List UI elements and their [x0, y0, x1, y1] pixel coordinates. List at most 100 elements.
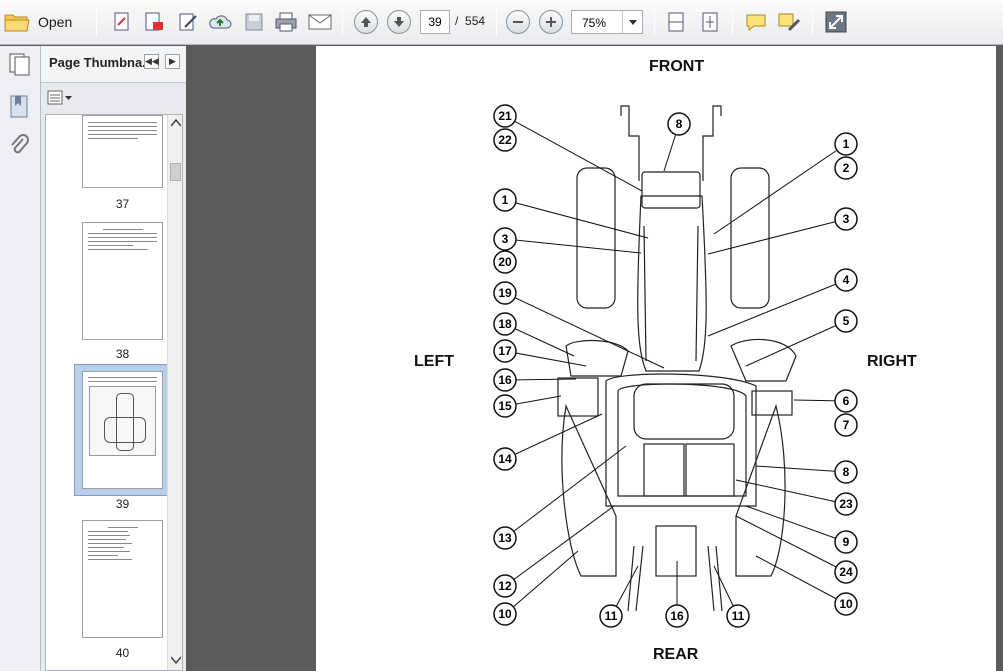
panel-splitter[interactable]: [186, 46, 192, 671]
callout-number: 10: [498, 607, 512, 621]
callout-balloon: [834, 592, 858, 616]
callout-number: 4: [843, 273, 850, 287]
leader-line: [504, 292, 665, 369]
pages-icon: [9, 53, 30, 76]
thumbnail-label: 40: [115, 646, 130, 660]
thumbnail-page-39[interactable]: [82, 371, 163, 489]
leader-line: [755, 465, 847, 473]
leader-line: [504, 323, 575, 357]
thumbnail-page-40[interactable]: [82, 520, 163, 638]
upload-button[interactable]: [206, 8, 234, 36]
email-button[interactable]: [306, 8, 334, 36]
callout-number: 2: [843, 161, 850, 175]
left-label: LEFT: [414, 353, 454, 370]
leader-line: [707, 279, 847, 337]
callout-balloon: [667, 112, 691, 136]
print-button[interactable]: [272, 8, 300, 36]
callout-balloon: [493, 128, 517, 152]
callout-balloon: [834, 207, 858, 231]
thumbnail-label: 38: [115, 347, 130, 361]
page-thumbnails-tab[interactable]: [6, 50, 34, 78]
comment-button[interactable]: [742, 8, 770, 36]
callout-number: 1: [843, 137, 850, 151]
leader-line: [504, 505, 615, 587]
callout-number: 15: [498, 399, 512, 413]
edit-pdf-button[interactable]: [174, 8, 202, 36]
separator: [732, 8, 733, 36]
envelope-icon: [308, 14, 332, 30]
leader-line: [755, 555, 847, 605]
chevron-down-icon[interactable]: [622, 11, 642, 33]
pdf-file-icon: [145, 12, 163, 31]
leader-line: [504, 350, 587, 367]
leader-line: [504, 413, 603, 460]
leader-line: [504, 445, 627, 539]
print-icon: [275, 12, 297, 32]
leader-line: [713, 143, 847, 235]
callout-number: 3: [843, 212, 850, 226]
open-label: Open: [38, 14, 73, 30]
callout-number: 7: [843, 418, 850, 432]
save-icon: [245, 13, 263, 31]
expand-panel-button[interactable]: ▶: [165, 54, 180, 69]
callout-balloon: [493, 394, 517, 418]
callout-balloon: [834, 132, 858, 156]
bookmark-icon: [10, 95, 28, 118]
scrollbar-thumb[interactable]: [170, 163, 181, 181]
chevron-down-icon[interactable]: [171, 656, 181, 664]
create-pdf-button[interactable]: [108, 8, 136, 36]
page-number-input[interactable]: 39: [420, 10, 450, 34]
plus-icon: [546, 17, 556, 27]
open-button[interactable]: Open: [4, 8, 82, 36]
collapse-panel-button[interactable]: ◀◀: [144, 54, 159, 69]
convert-pdf-button[interactable]: [140, 8, 168, 36]
thumbnail-page-38[interactable]: [82, 222, 163, 340]
next-page-button[interactable]: [385, 8, 413, 36]
callout-number: 1: [502, 193, 509, 207]
callout-number: 11: [605, 609, 618, 623]
fit-page-button[interactable]: [696, 8, 724, 36]
options-button[interactable]: [47, 90, 73, 106]
thumbnail-label: 37: [115, 197, 130, 211]
callout-balloon: [493, 312, 517, 336]
zoom-in-button[interactable]: [537, 8, 565, 36]
leader-line: [504, 199, 649, 239]
rear-label: REAR: [653, 646, 699, 663]
thumbnail-page-37[interactable]: [82, 115, 163, 188]
zoom-out-button[interactable]: [504, 8, 532, 36]
fit-width-icon: [668, 12, 684, 32]
arrow-up-icon: [361, 17, 371, 27]
callout-balloon: [834, 268, 858, 292]
callout-balloon: [493, 526, 517, 550]
navigation-pane: [0, 46, 41, 671]
fit-width-button[interactable]: [662, 8, 690, 36]
right-label: RIGHT: [867, 353, 917, 370]
thumbnail-scrollbar[interactable]: [167, 115, 182, 670]
leader-line: [745, 505, 847, 543]
callout-balloon: [493, 227, 517, 251]
separator: [496, 8, 497, 36]
callout-number: 16: [498, 373, 512, 387]
callout-balloon: [665, 604, 689, 628]
bookmarks-tab[interactable]: [8, 94, 32, 120]
callout-number: 11: [732, 609, 745, 623]
chevron-up-icon[interactable]: [171, 119, 181, 127]
callout-number: 21: [498, 109, 512, 123]
save-button[interactable]: [240, 8, 268, 36]
callout-balloon: [493, 447, 517, 471]
cloud-upload-icon: [209, 15, 232, 29]
leader-line: [735, 515, 847, 573]
zoom-select[interactable]: 75%: [571, 10, 643, 34]
expand-icon: [825, 11, 847, 33]
attachments-tab[interactable]: [8, 134, 32, 160]
highlight-button[interactable]: [775, 8, 803, 36]
callout-number: 13: [498, 531, 512, 545]
callout-balloon: [493, 574, 517, 598]
page-count: / 554: [455, 14, 486, 28]
callout-number: 20: [498, 255, 512, 269]
previous-page-button[interactable]: [352, 8, 380, 36]
callout-balloon: [726, 604, 750, 628]
fullscreen-button[interactable]: [822, 8, 850, 36]
leader-line: [504, 115, 643, 192]
